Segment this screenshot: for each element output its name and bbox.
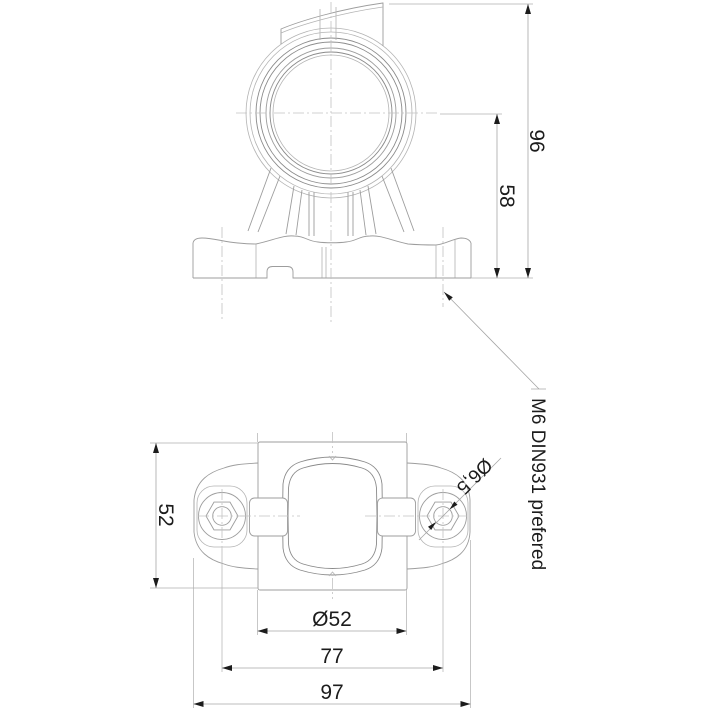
lens-plan <box>282 455 383 577</box>
dim-body-height: 52 <box>150 442 258 589</box>
dim-d52-extension-lines <box>257 433 407 635</box>
plate-left-wing <box>193 462 259 570</box>
left-clamp <box>249 497 288 537</box>
center-post-lines <box>308 192 354 236</box>
dim-d65-arrow-upper <box>449 501 458 510</box>
dim-base-length: 97 <box>193 540 471 708</box>
base-front <box>192 235 472 279</box>
dim-overall-height: 96 <box>389 3 548 279</box>
base-top-right <box>435 237 472 246</box>
base-plate-plan <box>193 462 471 570</box>
dim-bolt-spacing: 77 <box>221 549 444 672</box>
lens-inner-outline <box>287 463 378 569</box>
dim-96-arrow-top <box>525 4 531 14</box>
visor-cap <box>280 2 384 46</box>
dim-52-extension-lines <box>150 442 258 589</box>
dim-body-height-value: 52 <box>154 503 177 526</box>
bolt-note: M6 DIN931 prefered <box>443 291 548 570</box>
dim-overall-height-value: 96 <box>525 129 548 152</box>
right-legs <box>359 167 415 236</box>
dim-lens-diameter-value: Ø52 <box>312 608 352 631</box>
visor-segment-lines <box>319 7 337 40</box>
dim-d52-arrow-right <box>396 628 407 634</box>
dim-77-extension-lines <box>221 549 444 672</box>
dim-lens-center-height-value: 58 <box>495 184 518 207</box>
right-clamp <box>377 497 416 537</box>
centerlines-front <box>221 2 444 322</box>
bolt-note-leader-line <box>443 291 546 390</box>
dim-bolt-hole-diameter-value: Ø6,5 <box>452 454 496 498</box>
dim-77-arrow-right <box>433 665 443 671</box>
dim-base-length-value: 97 <box>320 681 343 704</box>
dim-d52-arrow-left <box>257 628 268 634</box>
bolt-note-text: M6 DIN931 prefered <box>527 398 548 570</box>
dim-52-arrow-top <box>153 443 159 453</box>
plan-view <box>193 432 471 599</box>
dim-58-arrow-top <box>494 114 500 124</box>
dim-58-arrow-bottom <box>494 268 500 278</box>
dim-97-arrow-left <box>193 701 204 707</box>
dim-97-extension-lines <box>193 540 471 708</box>
base-segment-lines <box>255 240 456 278</box>
dim-52-arrow-bottom <box>153 578 159 588</box>
base-bottom-with-notch <box>193 266 471 279</box>
lens-notches <box>328 455 337 577</box>
left-legs <box>247 167 303 236</box>
base-end-edges <box>192 243 472 278</box>
dim-96-extension-lines <box>389 3 533 279</box>
dim-bolt-hole-diameter: Ø6,5 <box>418 454 502 541</box>
dim-lens-diameter: Ø52 <box>257 433 407 635</box>
base-top-left <box>192 237 257 245</box>
dim-lens-center-height: 58 <box>440 113 518 278</box>
lug-vertical-centerlines <box>221 489 444 549</box>
centerlines-plan <box>198 432 467 599</box>
dimensions: 96 58 52 Ø52 <box>150 3 548 708</box>
dim-77-arrow-left <box>222 665 232 671</box>
front-view <box>192 2 472 322</box>
dim-bolt-spacing-value: 77 <box>320 645 343 668</box>
visor-outline <box>280 2 384 46</box>
dim-96-arrow-bottom <box>525 268 531 278</box>
base-top-middle <box>255 235 437 246</box>
dim-97-arrow-right <box>460 701 471 707</box>
support-legs <box>247 167 415 236</box>
bolt-note-leader-arrow <box>444 292 453 301</box>
visor-inner-curve <box>280 6 384 34</box>
plate-right-wing <box>406 462 471 570</box>
dim-d65-arrow-lower <box>428 522 436 530</box>
